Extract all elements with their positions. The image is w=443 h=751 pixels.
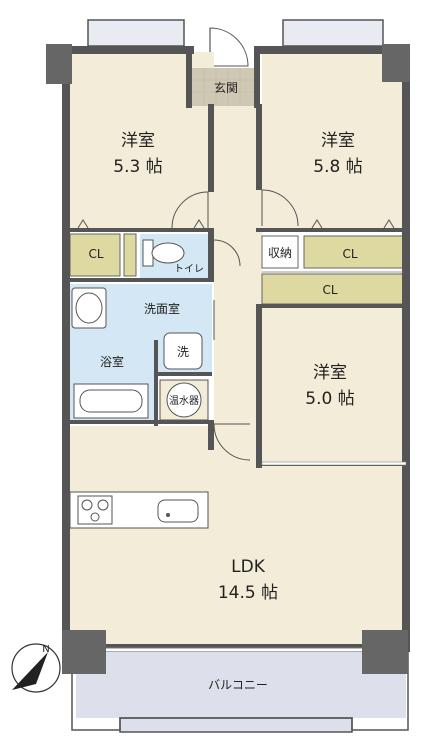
- bedroom-e-name: 洋室: [313, 363, 347, 383]
- toilet-label: トイレ: [174, 264, 204, 275]
- ldk-name: LDK: [231, 557, 266, 577]
- toilet-fixture: [142, 239, 185, 267]
- bedroom-e-size: 5.0 帖: [305, 389, 354, 409]
- closet-ne-box: [303, 235, 405, 269]
- column-ne: [382, 44, 410, 82]
- bedroom-ne-name: 洋室: [321, 131, 355, 151]
- door-swings: [171, 189, 299, 461]
- bedroom-ne-size: 5.8 帖: [313, 157, 362, 177]
- laundry-label: 洗: [177, 345, 189, 359]
- closet-label-e: CL: [322, 283, 337, 297]
- floor-bedroom-ne: [262, 52, 404, 230]
- column-nw: [46, 44, 72, 84]
- floor-ldk: [68, 426, 404, 646]
- entrance-floor: [192, 68, 256, 106]
- entrance-label: 玄関: [214, 80, 238, 95]
- water-heater: [159, 379, 209, 421]
- storage-label: 収納: [268, 246, 292, 260]
- closet-markers: [77, 219, 395, 229]
- washroom-label: 洗面室: [144, 301, 180, 316]
- window-nw: [87, 19, 185, 47]
- compass-north-label: N: [42, 644, 49, 655]
- floor-hall: [214, 106, 262, 446]
- closet-label-west: CL: [88, 247, 103, 261]
- laundry-pan: [163, 332, 203, 370]
- column-sw: [62, 630, 106, 674]
- compass-needle: [12, 652, 48, 690]
- closet-strip: [123, 233, 137, 277]
- balcony-outline: [71, 652, 409, 731]
- balcony-floor: [76, 652, 406, 718]
- bathroom-label: 浴室: [100, 354, 124, 369]
- kitchen-counter: [69, 491, 209, 529]
- closet-west-box: [69, 233, 121, 277]
- bedroom-nw-size: 5.3 帖: [113, 157, 162, 177]
- bathtub: [73, 383, 149, 419]
- entrance-door-swing: [209, 27, 249, 67]
- water-heater-label: 温水器: [169, 395, 199, 407]
- window-ne: [282, 19, 384, 47]
- compass: N: [11, 643, 61, 693]
- storage-box: [261, 235, 299, 269]
- wash-basin: [71, 287, 107, 329]
- balcony-label: バルコニー: [208, 678, 268, 692]
- balcony-rail-bottom: [119, 717, 353, 733]
- ldk-size: 14.5 帖: [218, 583, 278, 603]
- bedroom-nw-name: 洋室: [121, 131, 155, 151]
- closet-label-ne: CL: [342, 247, 357, 261]
- column-se: [362, 630, 408, 674]
